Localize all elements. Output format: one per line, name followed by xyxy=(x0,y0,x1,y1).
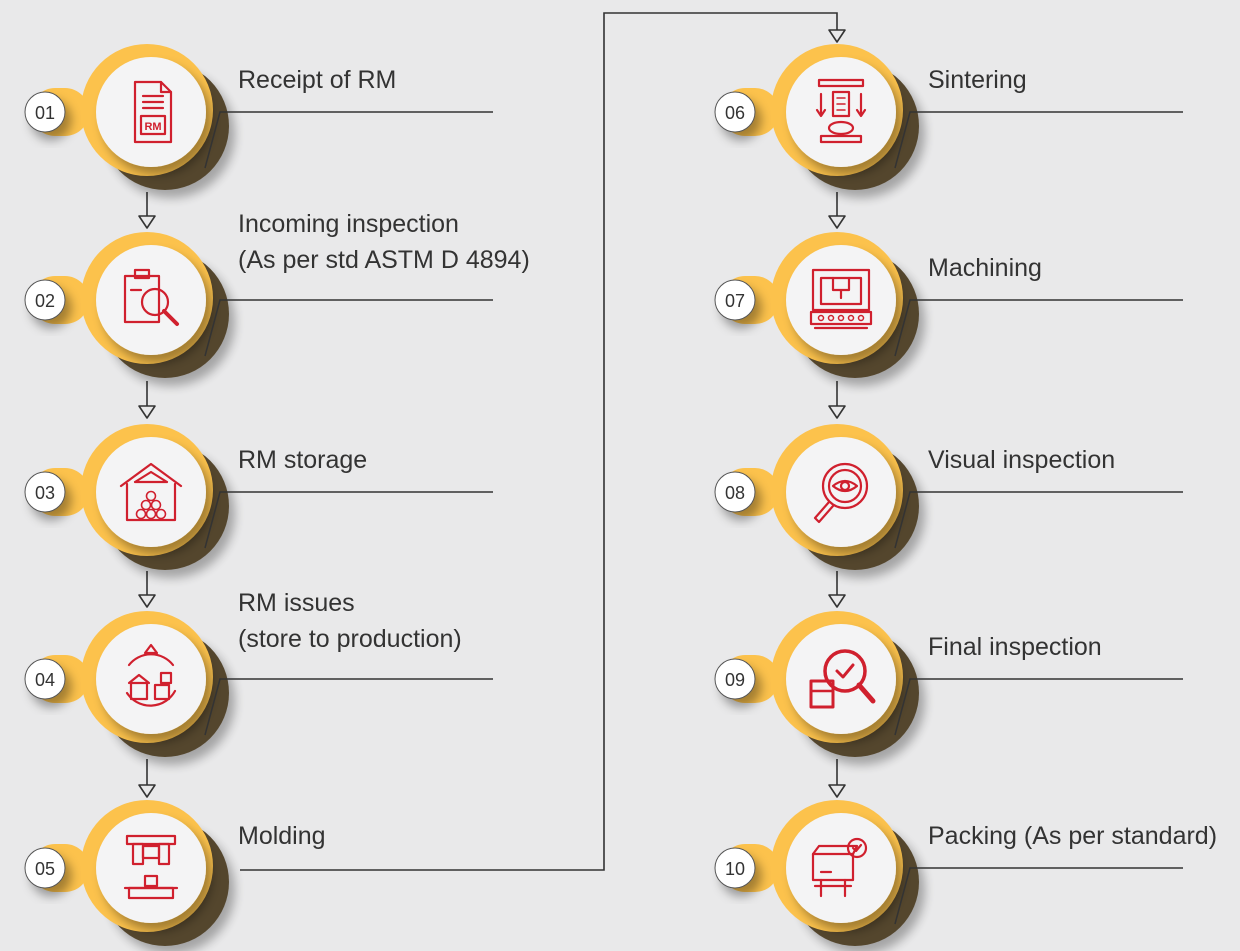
step-disc xyxy=(786,437,896,547)
sintering-press-icon xyxy=(815,78,867,144)
step-number-badge xyxy=(714,471,756,513)
step-node: 03 xyxy=(24,424,493,570)
step-number-badge xyxy=(24,658,66,700)
step-label: Visual inspection xyxy=(928,446,1116,474)
step-node: 10 xyxy=(714,800,1183,946)
svg-text:RM: RM xyxy=(144,121,161,133)
step-label: RM issues (store to production) xyxy=(238,589,462,653)
rm-document-icon: RM xyxy=(133,80,173,144)
step-number: 08 xyxy=(725,483,745,503)
step-disc xyxy=(96,245,206,355)
step-node: RM 01 xyxy=(24,44,493,190)
step-leader-line xyxy=(894,299,1183,357)
flow-arrow xyxy=(828,759,846,798)
step-number-badge xyxy=(714,91,756,133)
step-disc xyxy=(786,624,896,734)
step-leader-line xyxy=(204,111,493,169)
step-number: 07 xyxy=(725,291,745,311)
step-number: 06 xyxy=(725,103,745,123)
step-leader-line xyxy=(204,299,493,357)
step-node: 06 xyxy=(714,44,1183,190)
step-number: 10 xyxy=(725,859,745,879)
step-leader-line xyxy=(894,867,1183,925)
step-node: 05 xyxy=(24,800,229,946)
step-number-badge xyxy=(714,658,756,700)
step-label: Molding xyxy=(238,822,326,850)
step-number-badge xyxy=(24,471,66,513)
step-number-badge xyxy=(24,279,66,321)
step-label: Machining xyxy=(928,254,1042,282)
step-number: 04 xyxy=(35,670,55,690)
column-transfer-connector xyxy=(240,12,846,871)
step-number: 09 xyxy=(725,670,745,690)
step-disc xyxy=(96,57,206,167)
step-number-badge xyxy=(24,91,66,133)
step-node: 08 xyxy=(714,424,1183,570)
flow-arrow xyxy=(828,381,846,419)
flow-arrow xyxy=(138,192,156,229)
step-node: 07 xyxy=(714,232,1183,378)
flow-arrow xyxy=(828,192,846,229)
step-leader-line xyxy=(204,678,493,736)
step-leader-line xyxy=(204,491,493,549)
step-number: 05 xyxy=(35,859,55,879)
step-leader-line xyxy=(894,491,1183,549)
step-label: Sintering xyxy=(928,66,1027,94)
flow-arrow xyxy=(138,381,156,419)
step-disc xyxy=(786,57,896,167)
step-label: Incoming inspection (As per std ASTM D 4… xyxy=(238,210,530,274)
step-leader-line xyxy=(894,678,1183,736)
machining-icon xyxy=(809,268,873,330)
step-label: Receipt of RM xyxy=(238,66,397,94)
step-number: 02 xyxy=(35,291,55,311)
warehouse-icon xyxy=(119,462,183,522)
step-number: 03 xyxy=(35,483,55,503)
step-label: RM storage xyxy=(238,446,368,474)
flow-arrow xyxy=(138,571,156,608)
step-number-badge xyxy=(24,847,66,889)
step-number-badge xyxy=(714,847,756,889)
step-disc xyxy=(786,245,896,355)
step-label: Final inspection xyxy=(928,633,1102,661)
eye-magnifier-icon xyxy=(813,462,869,524)
step-disc xyxy=(96,624,206,734)
step-disc xyxy=(786,813,896,923)
box-magnifier-check-icon xyxy=(809,649,876,709)
molding-press-icon xyxy=(123,834,179,900)
step-node: 04 xyxy=(24,611,493,757)
step-node: 02 xyxy=(24,232,493,378)
step-label: Packing (As per standard) xyxy=(928,822,1218,850)
clipboard-magnifier-icon xyxy=(123,268,179,326)
step-number: 01 xyxy=(35,103,55,123)
flow-arrow xyxy=(138,759,156,798)
package-check-icon xyxy=(811,837,868,898)
step-disc xyxy=(96,813,206,923)
step-number-badge xyxy=(714,279,756,321)
step-node: 09 xyxy=(714,611,1183,757)
flow-arrow xyxy=(828,571,846,608)
step-leader-line xyxy=(894,111,1183,169)
store-transfer-icon xyxy=(125,643,177,707)
